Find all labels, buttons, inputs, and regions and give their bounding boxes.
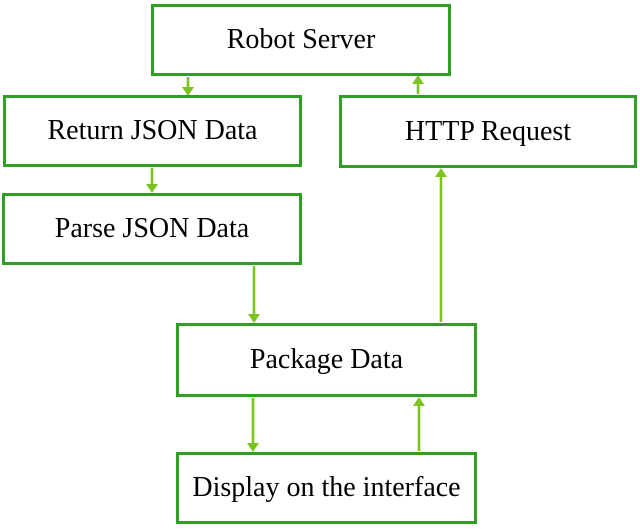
node-robot-server-label: Robot Server bbox=[226, 24, 376, 55]
edge-robot-server-to-return-json-arrow bbox=[182, 77, 194, 96]
edge-return-json-to-parse-json-arrow bbox=[146, 168, 158, 193]
edge-package-data-to-display-arrow bbox=[247, 398, 259, 452]
edge-display-to-package-data-arrow bbox=[413, 397, 425, 451]
edge-package-data-to-http-request-arrow bbox=[435, 168, 447, 322]
node-parse-json-data: Parse JSON Data bbox=[2, 193, 302, 265]
node-parse-json-data-label: Parse JSON Data bbox=[54, 213, 250, 244]
node-http-request-label: HTTP Request bbox=[404, 115, 572, 147]
node-robot-server: Robot Server bbox=[151, 4, 451, 76]
node-package-data: Package Data bbox=[176, 323, 477, 397]
node-display-on-interface: Display on the interface bbox=[176, 452, 477, 524]
edge-http-request-to-robot-server-arrow bbox=[412, 75, 424, 94]
node-display-on-interface-label: Display on the interface bbox=[192, 472, 461, 503]
node-package-data-label: Package Data bbox=[249, 344, 404, 375]
node-return-json-data: Return JSON Data bbox=[3, 95, 302, 167]
node-http-request: HTTP Request bbox=[339, 95, 637, 168]
node-return-json-data-label: Return JSON Data bbox=[47, 115, 258, 146]
edge-parse-json-to-package-data-arrow bbox=[248, 266, 260, 323]
